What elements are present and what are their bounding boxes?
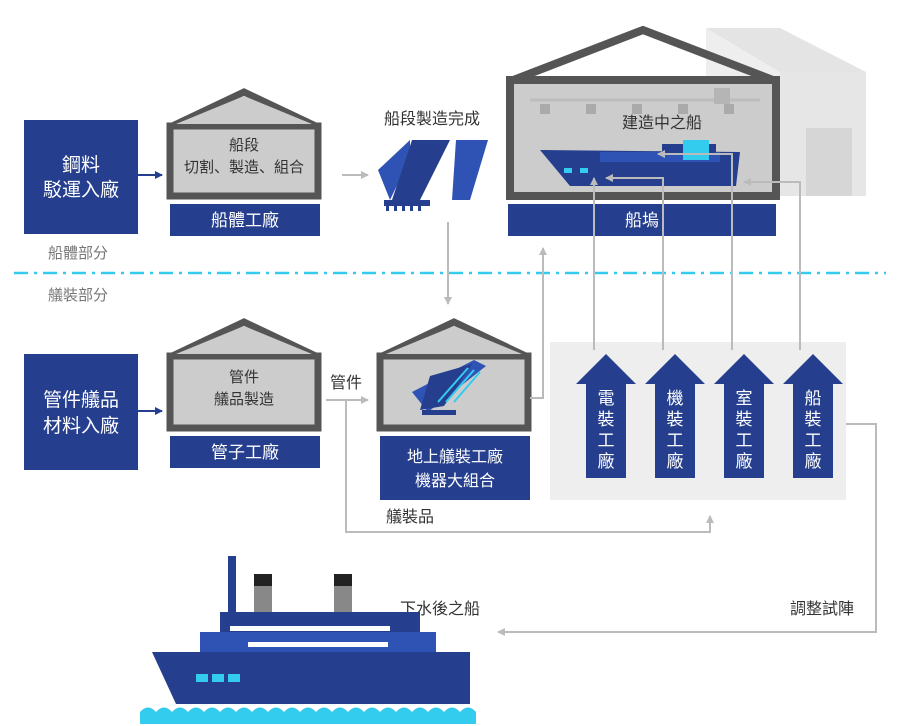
outfit-factory-arrow-shape <box>576 354 636 478</box>
cabin-to-ship-arrow <box>657 150 733 350</box>
hull-outfit-to-ship-arrow <box>743 178 801 350</box>
pipe-factory-roof-line2: 艤品製造 <box>214 390 274 408</box>
outfit-factory-label-char: 工 <box>598 431 615 451</box>
launched-ship-icon <box>152 556 470 704</box>
ground-outfit-label-line2: 機器大組合 <box>415 471 495 490</box>
outfit-factory-label-char: 電 <box>598 389 615 409</box>
pipe-input-line1: 管件艤品 <box>43 389 119 411</box>
ground-outfit-label-bar <box>380 436 530 500</box>
hull-factory-roof-line1: 船段 <box>229 136 259 154</box>
steel-input-box <box>24 120 138 234</box>
outfit-factory-label-char: 室 <box>736 389 753 409</box>
hull-factory-label-bar <box>170 204 320 236</box>
hull-blocks-icon <box>378 140 488 211</box>
outfit-section-label: 艤裝部分 <box>48 286 108 304</box>
hull-factory-label: 船體工廠 <box>211 210 279 231</box>
machinery-to-ship-arrow <box>605 174 664 350</box>
pipe-factory-label-bar <box>170 436 320 468</box>
outfit-factory-arrow-shape <box>645 354 705 478</box>
outfit-factory-label-char: 機 <box>667 389 684 409</box>
hull-factory-roof-line2: 切割、製造、組合 <box>184 158 304 176</box>
outfit-factory-label-char: 裝 <box>736 410 753 430</box>
outfit-factory-label-char: 工 <box>736 431 753 451</box>
outfit-factory-label-char: 裝 <box>805 410 822 430</box>
shipyard-roof-label: 建造中之船 <box>622 113 702 132</box>
block-complete-label: 船段製造完成 <box>384 109 480 128</box>
pipe-flow-label: 管件 <box>330 373 362 392</box>
outfit-factory-label-char: 廠 <box>736 451 753 472</box>
hull-factory-house <box>166 88 322 200</box>
shipyard-label: 船塢 <box>625 211 659 231</box>
sea-trial-label: 調整試陣 <box>790 599 854 618</box>
outfit-goods-label: 艤裝品 <box>386 507 434 526</box>
steel-input-line2: 駁運入廠 <box>43 178 119 201</box>
outfit-module-icon <box>412 360 486 415</box>
outfit-factory-label-char: 廠 <box>805 451 822 472</box>
pipe-factory-label: 管子工廠 <box>211 442 279 463</box>
hull-section-label: 船體部分 <box>48 244 108 262</box>
steel-input-line1: 鋼料 <box>62 154 100 176</box>
pipe-input-box <box>24 354 138 470</box>
ground-to-shipyard-arrow <box>530 247 547 399</box>
outfit-factory-label-char: 裝 <box>667 410 684 430</box>
outfit-factory-label-char: 廠 <box>598 451 615 472</box>
outfit-goods-arrow <box>345 400 714 533</box>
ground-outfit-label-line1: 地上艤裝工廠 <box>407 447 503 466</box>
pipe-factory-house <box>166 318 322 432</box>
outfit-factory-arrow-shape <box>714 354 774 478</box>
pipe-input-line2: 材料入廠 <box>43 414 119 437</box>
outfit-factory-arrow-shape <box>783 354 843 478</box>
outfit-factory-label-char: 裝 <box>598 410 615 430</box>
sea-waves <box>140 707 476 724</box>
sea-trial-arrow <box>497 423 877 636</box>
outfit-factory-label-char: 船 <box>805 389 822 409</box>
pipe-factory-roof-line1: 管件 <box>229 368 259 386</box>
outfit-factory-label-char: 廠 <box>667 451 684 472</box>
outfit-factory-label-char: 工 <box>667 431 684 451</box>
outfit-factory-label-char: 工 <box>805 431 822 451</box>
ground-outfit-house <box>376 318 532 432</box>
